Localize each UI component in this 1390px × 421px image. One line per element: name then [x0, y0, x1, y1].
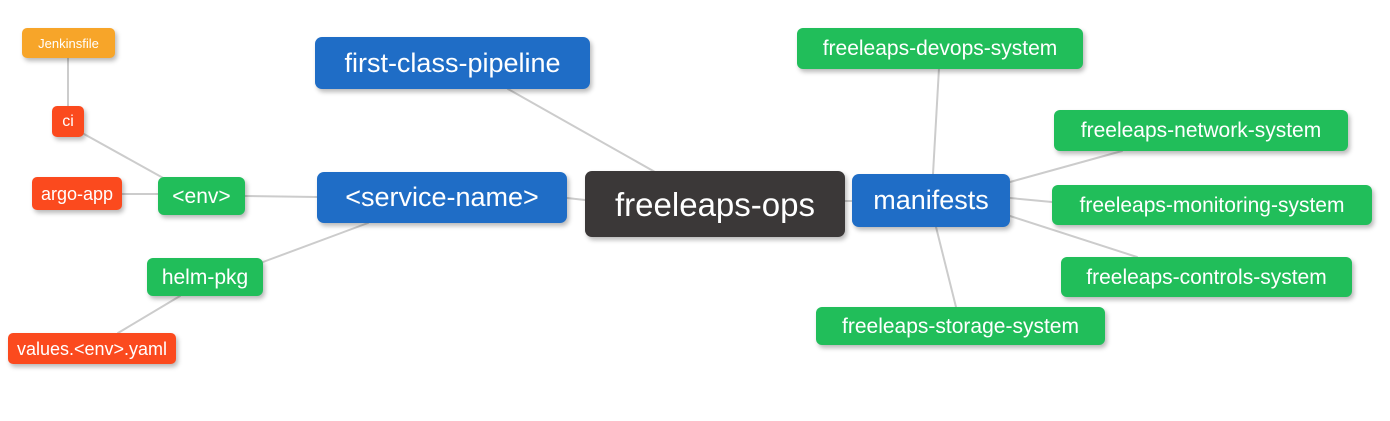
node-first-class-pipeline[interactable]: first-class-pipeline: [315, 37, 590, 89]
node-freeleaps-storage-system[interactable]: freeleaps-storage-system: [816, 307, 1105, 345]
edge-helm-pkg-service-name: [262, 222, 369, 263]
node-freeleaps-ops-root[interactable]: freeleaps-ops: [585, 171, 845, 237]
node-argo-app[interactable]: argo-app: [32, 177, 122, 210]
edge-manifests-monitoring-system: [1009, 197, 1053, 203]
edge-values-helm-pkg: [117, 295, 181, 334]
edge-service-name-root: [566, 197, 586, 201]
node-freeleaps-network-system[interactable]: freeleaps-network-system: [1054, 110, 1348, 151]
node-jenkinsfile[interactable]: Jenkinsfile: [22, 28, 115, 58]
edge-manifests-storage-system: [935, 226, 957, 308]
node-manifests[interactable]: manifests: [852, 174, 1010, 227]
edge-ci-env: [83, 133, 166, 180]
edge-manifests-network-system: [1009, 150, 1123, 183]
edge-manifests-devops-system: [932, 67, 940, 175]
edge-first-class-pipeline-root: [507, 88, 656, 173]
edge-manifests-controls-system: [1009, 215, 1138, 258]
node-env[interactable]: <env>: [158, 177, 245, 215]
node-ci[interactable]: ci: [52, 106, 84, 137]
node-freeleaps-monitoring-system[interactable]: freeleaps-monitoring-system: [1052, 185, 1372, 225]
node-helm-pkg[interactable]: helm-pkg: [147, 258, 263, 296]
node-freeleaps-controls-system[interactable]: freeleaps-controls-system: [1061, 257, 1352, 297]
node-values-env-yaml[interactable]: values.<env>.yaml: [8, 333, 176, 364]
edge-env-service-name: [244, 195, 318, 198]
node-freeleaps-devops-system[interactable]: freeleaps-devops-system: [797, 28, 1083, 69]
node-service-name[interactable]: <service-name>: [317, 172, 567, 223]
